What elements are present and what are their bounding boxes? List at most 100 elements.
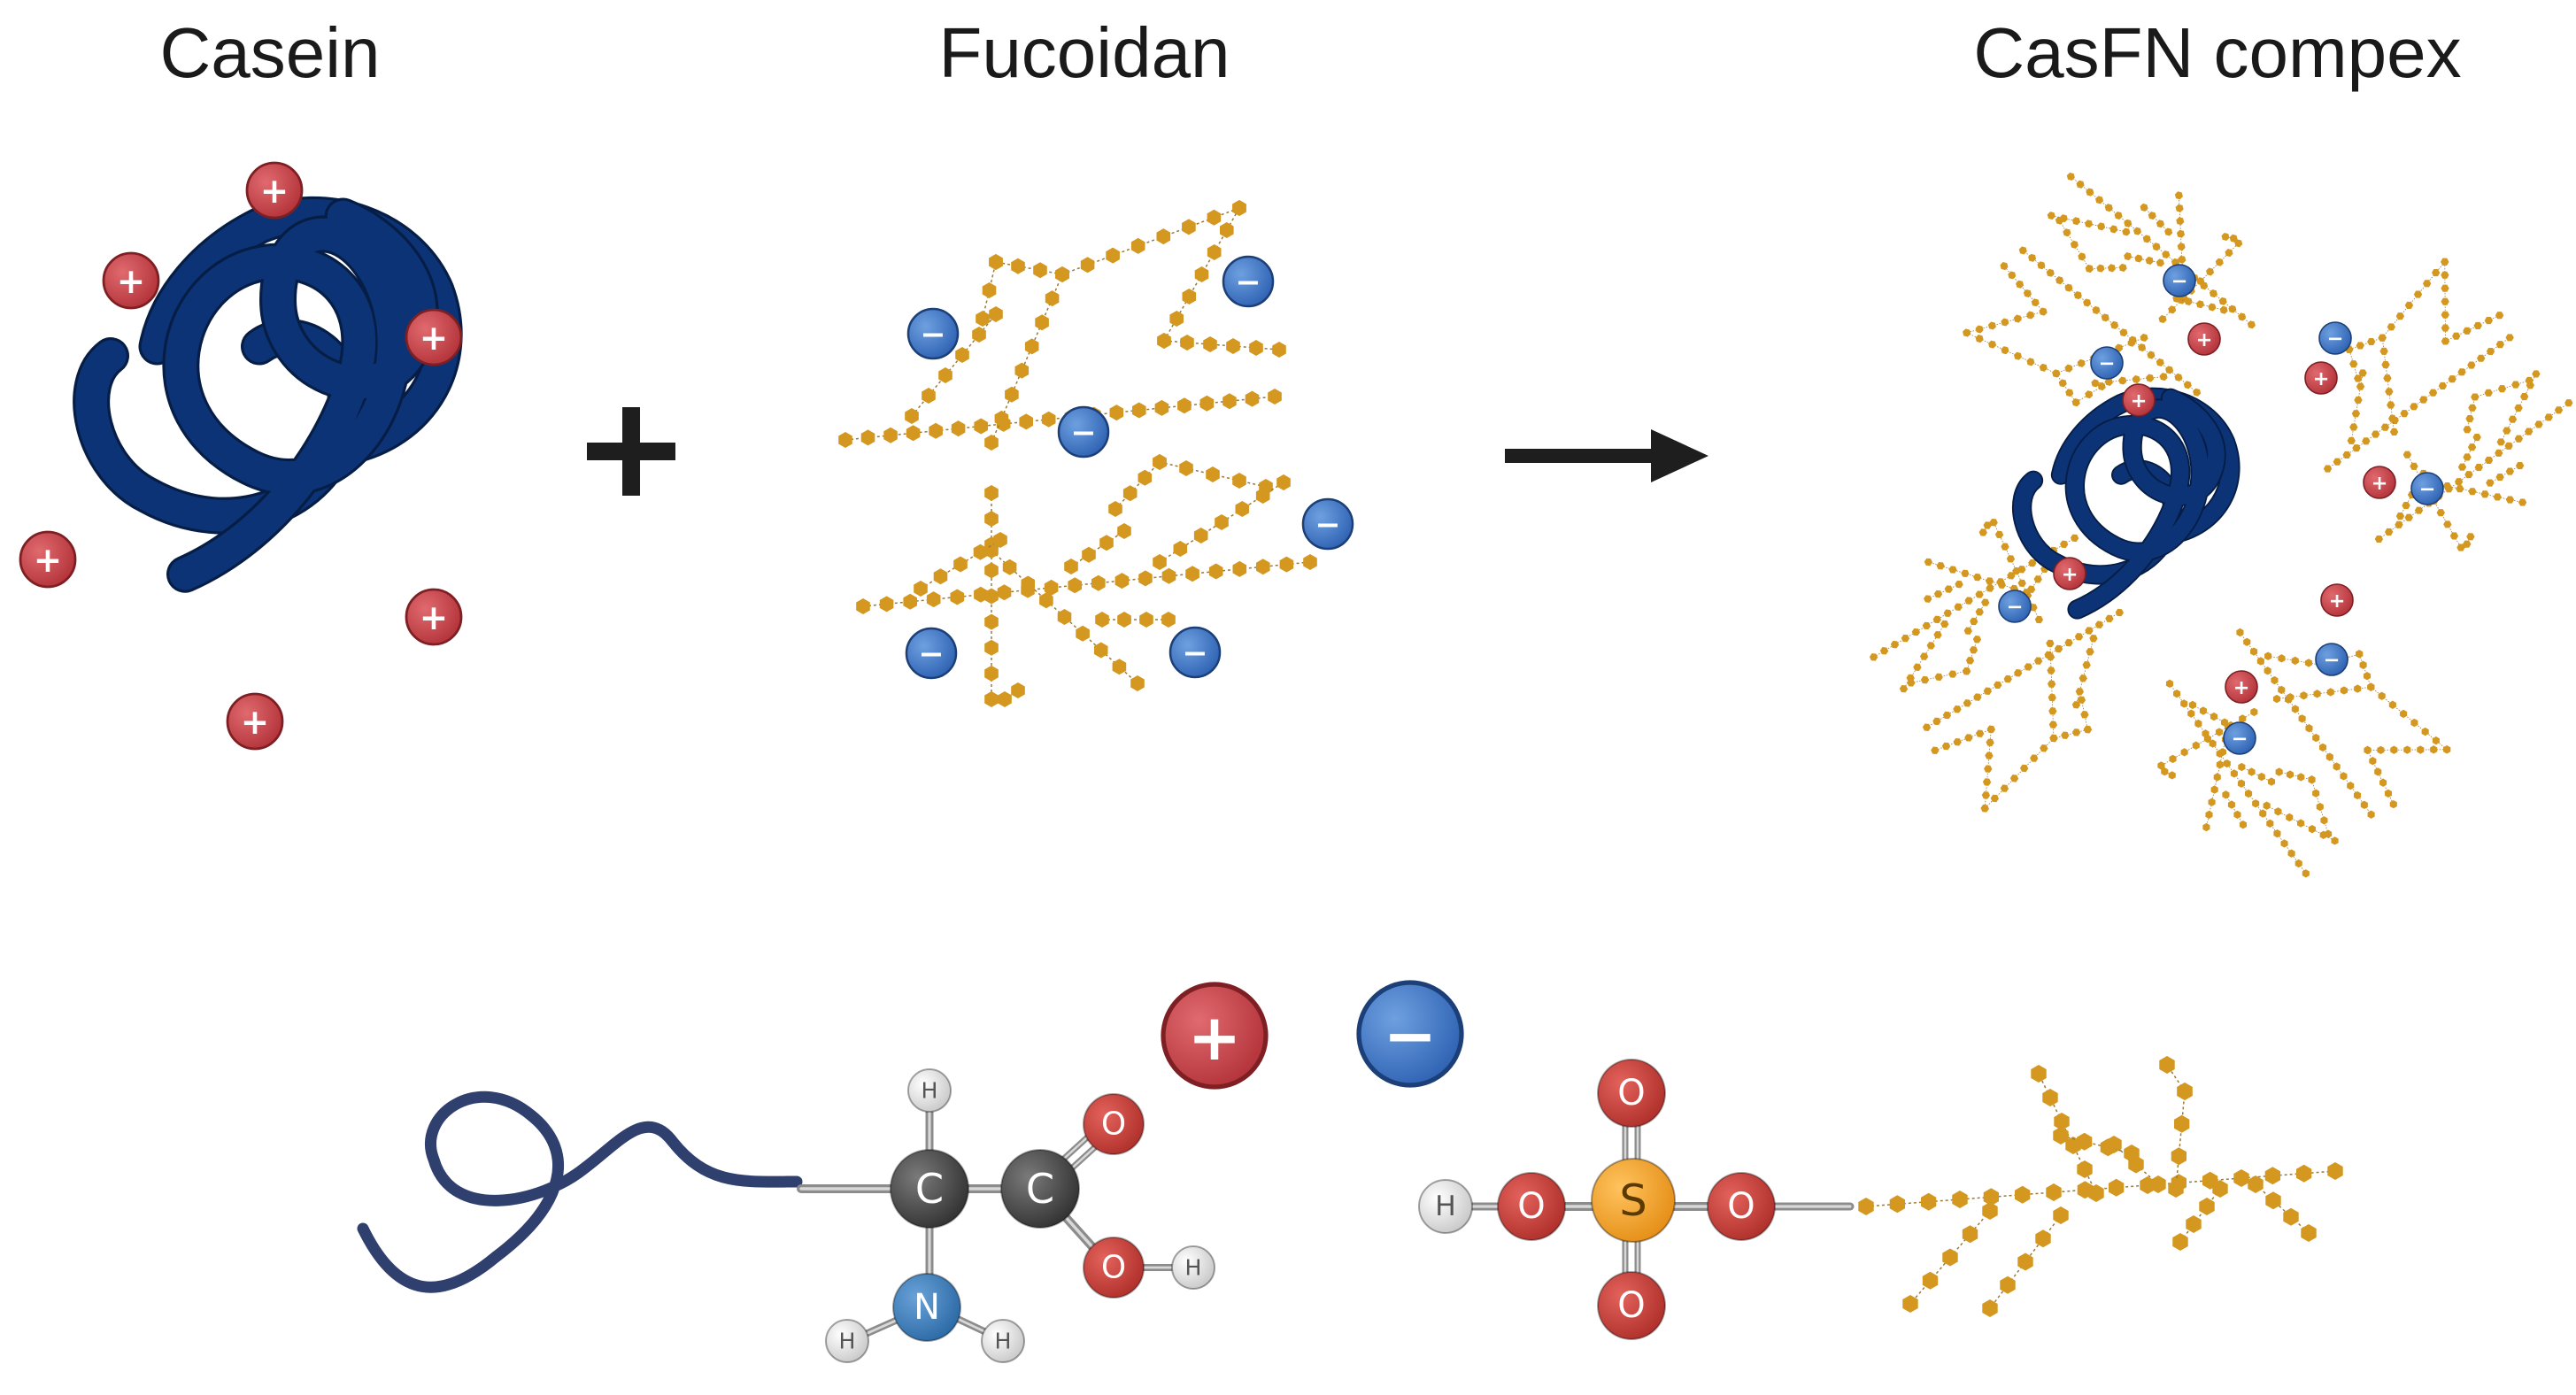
fucose-bead [2085,627,2094,635]
atom-symbol: O [1517,1186,1545,1227]
fucose-bead [1255,488,1270,504]
fucose-bead [2064,638,2073,647]
fucose-bead [2019,764,2029,773]
fucose-bead [2298,714,2306,723]
fucose-bead [1942,1248,1958,1267]
fucose-bead [1921,1192,1937,1211]
fucose-bead [2302,869,2310,878]
fucose-bead [2291,705,2299,713]
fucose-bead [2316,802,2324,812]
glycosidic-link [2240,632,2372,815]
fucose-bead [1194,266,1209,282]
fucose-bead [2015,1185,2031,1204]
fucose-bead [2463,327,2472,335]
fucose-bead [984,511,999,528]
glycosidic-link [991,550,1138,684]
fucose-bead [2221,232,2230,242]
fucose-bead [994,410,1009,427]
glycosidic-link [2255,1183,2310,1234]
fucose-bead [2097,222,2106,231]
minus-sign: − [920,317,945,352]
minus-sign: − [2099,352,2116,375]
fucose-bead [1899,684,1909,693]
fucose-bead [2175,204,2184,212]
fucose-bead [955,347,969,363]
fucose-bead [2387,414,2397,422]
fucose-bead [1919,652,1929,660]
fucose-bead [1964,734,1973,742]
fucose-bead [2173,689,2181,698]
fucose-bead [2466,533,2475,541]
fucose-bead [2342,451,2351,459]
fucose-bead [2134,254,2143,263]
fucose-bead [2157,761,2165,770]
fucose-bead [2257,772,2265,782]
casein-protein [73,196,463,593]
fucose-bead [2430,745,2438,754]
fucose-bead [2034,615,2044,624]
fucose-bead [2400,709,2408,719]
fucose-bead [2187,709,2195,718]
fucose-bead [2503,427,2511,435]
fucose-bead [2065,389,2074,397]
fucose-bead [860,429,875,446]
fucose-bead [2347,781,2355,790]
fucose-bead [2264,1167,2280,1185]
fucose-bead [1109,405,1124,421]
fucose-bead [2272,694,2281,704]
fucose-bead [2239,714,2247,723]
fucose-bead [2514,435,2524,443]
fucose-bead [1091,574,1106,591]
fucose-bead [1208,563,1223,580]
fucose-bead [1924,558,1933,566]
fucose-bead [2515,461,2525,470]
fucose-bead [2395,520,2403,528]
fucose-bead [2319,830,2327,839]
fucose-bead [2353,374,2363,382]
fucose-bead [2286,770,2294,779]
fucose-bead [1954,603,1963,611]
oxygen-atom: O [1083,1237,1145,1299]
fucose-bead [2220,718,2229,727]
fucose-bead [2457,368,2466,376]
fucose-bead [2208,798,2216,806]
fucose-bead [2291,656,2299,666]
fucose-bead [2403,745,2411,754]
atom-symbol: O [1617,1073,1645,1114]
attached-fucoidan [1858,1056,2343,1317]
glycosidic-link [2143,207,2169,233]
fucose-bead [1082,546,1096,563]
negative-charge: − [1998,590,2032,623]
fucose-bead [1193,528,1208,543]
fucose-bead [1044,579,1059,596]
fucose-bead [2297,819,2305,828]
fucose-bead [2070,534,2079,543]
fucose-bead [2047,680,2056,689]
fucose-bead [2209,289,2217,298]
fucose-bead [2410,462,2418,470]
fucose-bead [1984,765,1993,773]
fucose-bead [2001,318,2009,327]
fucose-bead [2363,672,2372,681]
fucose-bead [2082,661,2091,669]
fucose-bead [2367,810,2375,819]
glycosidic-link [2367,750,2395,805]
fucose-bead [2374,535,2384,543]
fucose-bead [2156,220,2164,228]
fucose-bead [2476,354,2486,362]
fucose-bead [2147,351,2156,359]
fucose-bead [2505,334,2514,342]
fucose-bead [2390,745,2398,754]
fucose-bead [2283,1207,2299,1226]
fucose-bead [1972,636,1982,644]
fucose-bead [1064,559,1078,574]
fucose-bead [2168,1180,2184,1198]
fucose-bead [1973,693,1982,701]
fucose-bead [2472,433,2481,442]
fucose-bead [2367,337,2376,346]
fucose-bead [1276,474,1291,490]
fucose-bead [2305,724,2313,733]
fucose-bead [1226,338,1240,354]
fucose-bead [2421,727,2429,736]
fucose-bead [2278,685,2286,695]
